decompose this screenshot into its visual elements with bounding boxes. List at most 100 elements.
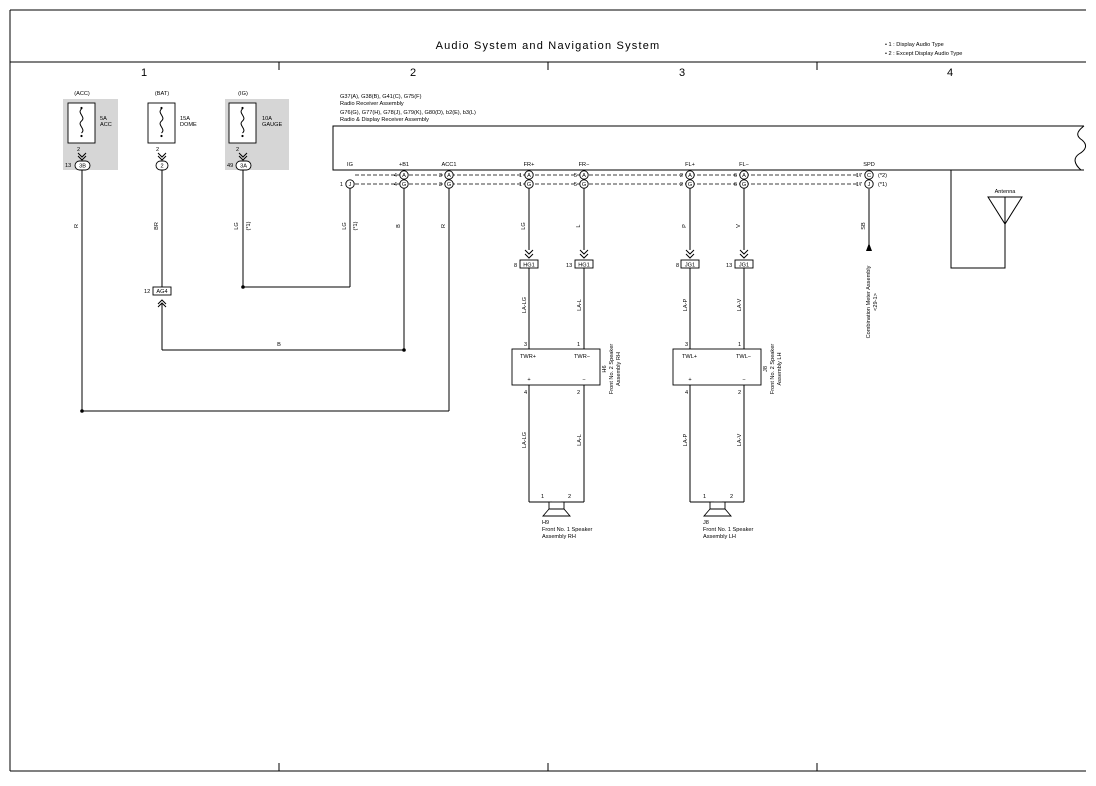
- tweeter-id: J8: [763, 366, 769, 372]
- wire-la-l-lower: LA-L: [577, 434, 583, 446]
- terminal-wire-color: R: [441, 224, 447, 228]
- terminal-bottom-pin: G: [688, 182, 692, 188]
- speaker-pin-1: 1: [541, 494, 544, 500]
- speaker-rh: 1 2 H9 Front No. 1 Speaker Assembly RH: [541, 494, 593, 540]
- diagram-title: Audio System and Navigation System: [436, 40, 661, 52]
- joint-number: 8: [514, 263, 517, 269]
- terminal-bottom-number: 2: [680, 182, 683, 188]
- note-except-display-audio: • 2 : Except Display Audio Type: [885, 51, 962, 57]
- radio-name-line: Radio Receiver Assembly: [340, 101, 404, 107]
- column-number-3: 3: [679, 67, 685, 79]
- wire-la-v: LA-V: [737, 299, 743, 312]
- tweeter-pin-plus: 3: [685, 342, 688, 348]
- wire-la-p-lower: LA-P: [683, 434, 689, 447]
- wire-color-lg: LG: [234, 222, 240, 229]
- tweeter-term-minus: TWR−: [574, 354, 590, 360]
- speaker-lh: 1 2 J8 Front No. 1 Speaker Assembly LH: [703, 494, 754, 540]
- fuse-rating: 5A: [100, 116, 107, 122]
- tweeter-pin-minus: 1: [577, 342, 580, 348]
- fuse-name: DOME: [180, 122, 197, 128]
- terminal-top-pin: A: [527, 173, 531, 179]
- terminal-top-number: 1: [519, 173, 522, 179]
- note-display-audio: • 1 : Display Audio Type: [885, 42, 944, 48]
- terminal-name: +B1: [399, 162, 409, 168]
- wire-la-lg-lower: LA-LG: [522, 432, 528, 448]
- speaker-icon: [542, 501, 571, 517]
- antenna: Antenna: [950, 170, 1023, 269]
- spd-note-except: (*1): [878, 182, 887, 188]
- fuse-dome: (BAT) 15A DOME 2 2: [147, 91, 197, 171]
- terminal-bottom-pin: J: [349, 182, 352, 188]
- tweeter-to-speaker-wires: LA-LG LA-L LA-P LA-V: [522, 385, 745, 503]
- tweeter-label-side: Assembly LH: [777, 353, 783, 386]
- connector-number: 13: [65, 163, 71, 169]
- terminal-top-pin: C: [867, 173, 871, 179]
- terminal-top-number: 3: [439, 173, 442, 179]
- speaker-pin-2: 2: [730, 494, 733, 500]
- spd-wire: Combination Meter Assembly <29-1>: [866, 189, 879, 338]
- terminal-wire-color: V: [736, 224, 742, 228]
- tweeter-id: H6: [602, 365, 608, 372]
- joint-number: 8: [676, 263, 679, 269]
- fuse-wiring: [80, 170, 449, 413]
- column-number-4: 4: [947, 67, 953, 79]
- tweeter-term-plus: TWR+: [520, 354, 536, 360]
- fuse-source-label: (ACC): [74, 91, 90, 97]
- tweeter-sign-minus: −: [742, 377, 745, 383]
- joint-hg1-a: 8 HG1: [514, 249, 539, 269]
- joint-hg1-b: 13 HG1: [566, 249, 594, 269]
- wire-la-p: LA-P: [683, 299, 689, 312]
- sheet-frame: [9, 9, 1086, 772]
- terminal-bottom-number: 4: [394, 182, 397, 188]
- speaker-label: Front No. 1 Speaker: [703, 527, 754, 533]
- speaker-pin-1: 1: [703, 494, 706, 500]
- joint-jg1-b: 13 JG1: [726, 249, 754, 269]
- terminal-name: FL+: [685, 162, 695, 168]
- terminal-wire-color: B: [396, 224, 402, 228]
- column-number-1: 1: [141, 67, 147, 79]
- spd-note-display: (*2): [878, 173, 887, 179]
- terminal-top-pin: A: [742, 173, 746, 179]
- tweeter-out-plus: 4: [524, 390, 527, 396]
- fuse-name: ACC: [100, 122, 112, 128]
- tweeter-sign-plus: +: [527, 377, 530, 383]
- wire-color-br: BR: [154, 222, 160, 230]
- junction-label: AG4: [156, 289, 167, 295]
- joint-label: JG1: [739, 263, 749, 269]
- wire-la-l: LA-L: [577, 299, 583, 311]
- terminal-bottom-pin: G: [402, 182, 406, 188]
- terminal-top-pin: A: [447, 173, 451, 179]
- joint-label: JG1: [685, 263, 695, 269]
- terminal-top-number: 6: [734, 173, 737, 179]
- speaker-label-side: Assembly LH: [703, 534, 736, 540]
- speaker-icon: [703, 501, 732, 517]
- wire-la-v-lower: LA-V: [737, 434, 743, 447]
- joint-number: 13: [566, 263, 572, 269]
- joint-jg1-a: 8 JG1: [676, 249, 700, 269]
- radio-receiver-assembly: G37(A), G38(B), G41(C), G75(F) Radio Rec…: [332, 94, 1087, 185]
- junction-number: 12: [144, 289, 150, 295]
- terminal-name: FR+: [524, 162, 535, 168]
- tweeter-sign-minus: −: [582, 377, 585, 383]
- tweeter-term-plus: TWL+: [682, 354, 697, 360]
- terminal-bottom-number: 5: [574, 182, 577, 188]
- terminal-note: (*1): [353, 221, 359, 230]
- speaker-id: J8: [703, 520, 709, 526]
- wire-la-lg: LA-LG: [522, 297, 528, 313]
- joint-connectors: 8 HG1 13 HG1 8 JG1 13 JG1: [514, 249, 754, 269]
- terminal-bottom-number: 17: [856, 182, 862, 188]
- tweeter-label: Front No. 2 Speaker: [609, 344, 615, 395]
- spd-destination-page: <29-1>: [873, 293, 879, 311]
- column-number-2: 2: [410, 67, 416, 79]
- fuse-source-label: (IG): [238, 91, 248, 97]
- fuse-name: GAUGE: [262, 122, 282, 128]
- tweeter-out-minus: 2: [738, 390, 741, 396]
